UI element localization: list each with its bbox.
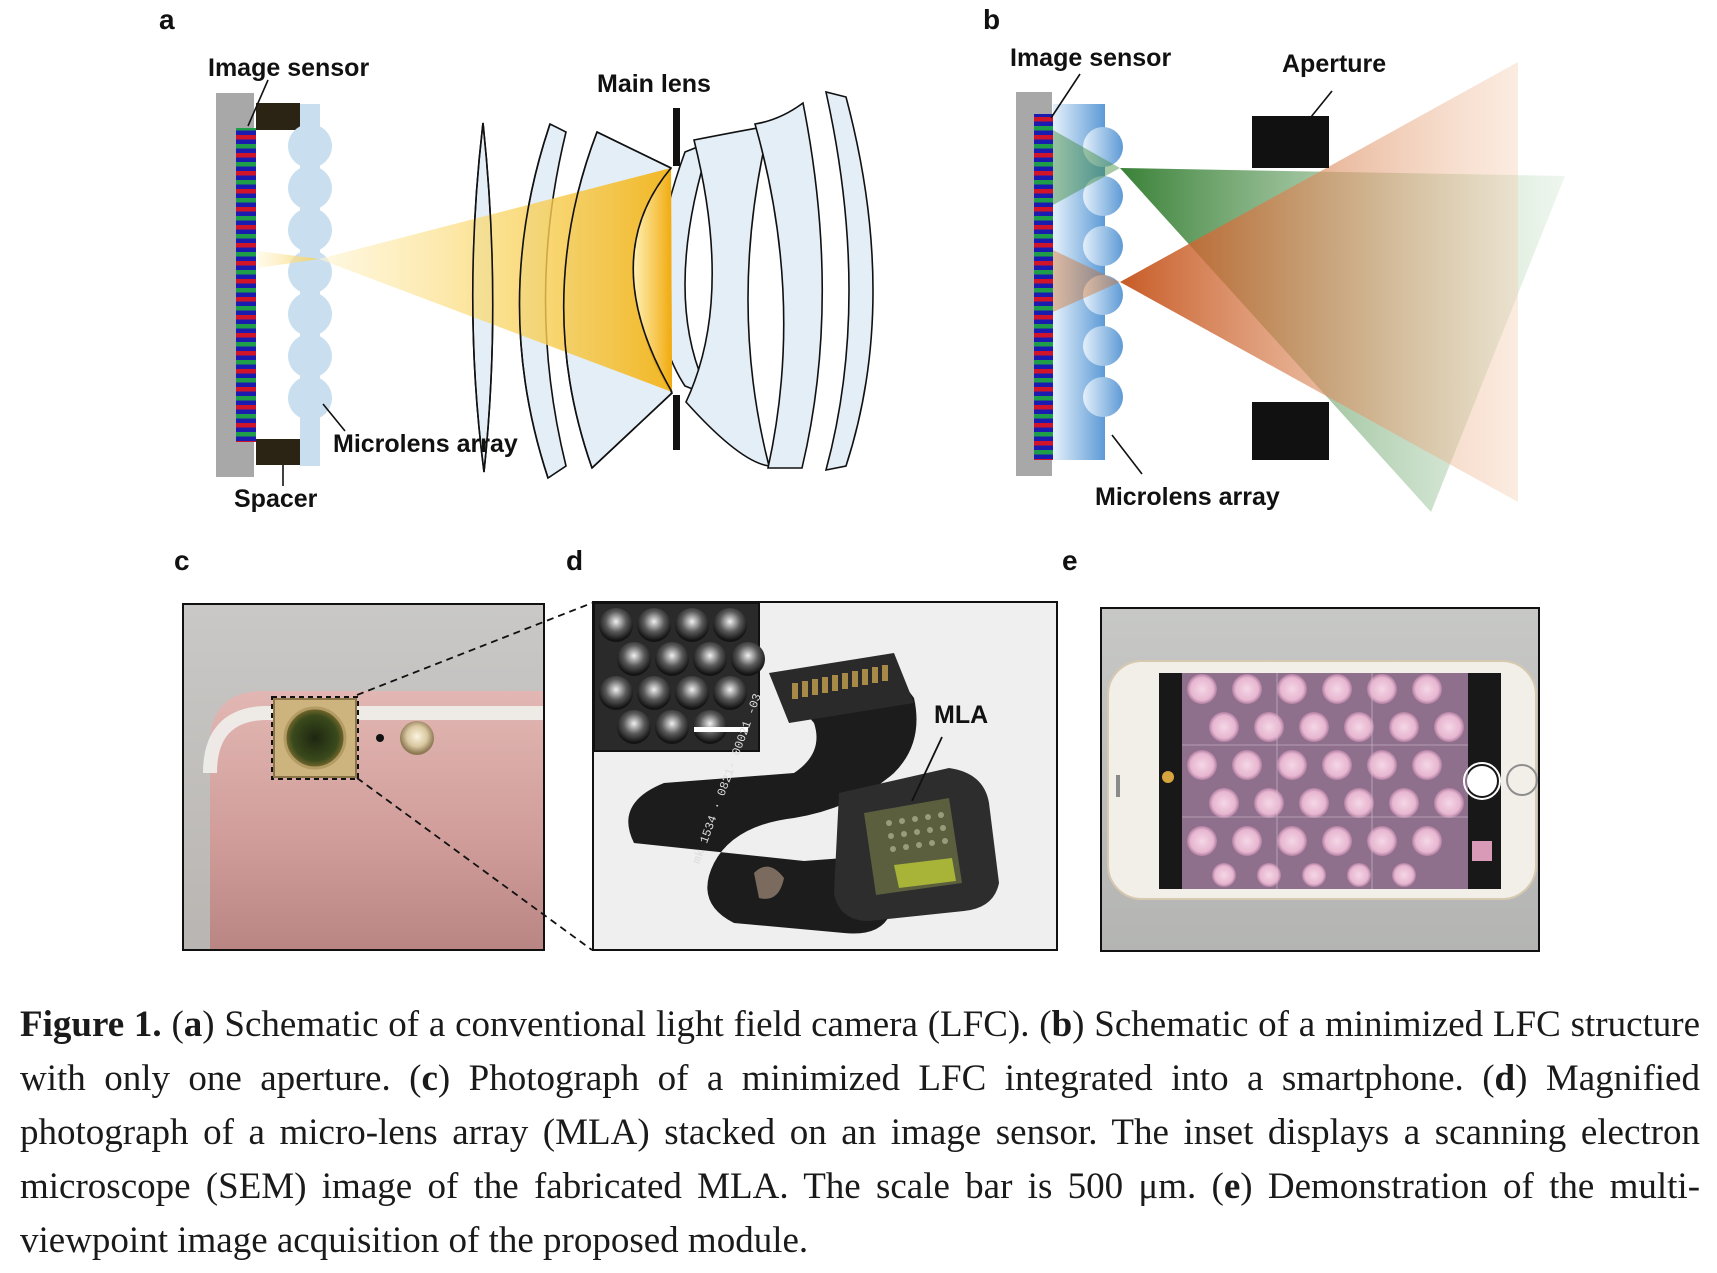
d-scale-bar [694, 727, 748, 732]
a-spacer-bottom [256, 439, 300, 465]
panel-d-photo: mk 1534 · 0821- 00021 -03 MLA [592, 601, 1058, 951]
panel-e-photo [1100, 607, 1540, 952]
b-label-image-sensor: Image sensor [1010, 44, 1172, 72]
a-label-main-lens: Main lens [597, 70, 711, 98]
caption-b-letter: b [1051, 1004, 1073, 1045]
a-label-image-sensor: Image sensor [208, 54, 370, 82]
panel-d-letter: d [566, 545, 584, 576]
caption-c-text: Photograph of a minimized LFC integrated… [468, 1058, 1464, 1099]
a-label-spacer: Spacer [234, 485, 318, 513]
d-label-mla: MLA [934, 701, 989, 729]
caption-c-letter: c [421, 1058, 438, 1099]
b-label-microlens-array: Microlens array [1095, 483, 1280, 511]
a-label-microlens-array: Microlens array [333, 430, 518, 458]
caption-a-letter: a [183, 1004, 203, 1045]
caption-b-text: Schematic of a minimized LFC structure w… [20, 1004, 1701, 1099]
a-beam-left [258, 251, 319, 268]
caption-d-letter: d [1494, 1058, 1516, 1099]
panel-a-letter: a [159, 4, 175, 35]
a-aperture-stop-bottom [673, 395, 680, 450]
b-aperture-top [1252, 116, 1329, 168]
panel-b-letter: b [983, 4, 1001, 35]
a-beam-bowl [633, 168, 672, 392]
a-sensor-pixels [236, 128, 256, 442]
panel-c-photo [182, 603, 545, 951]
a-spacer-top [256, 103, 300, 130]
caption-figure-label: Figure 1. [20, 1004, 162, 1045]
b-aperture-bottom [1252, 402, 1329, 460]
caption-a-text: Schematic of a conventional light field … [224, 1004, 1030, 1045]
b-sensor-pixels [1034, 114, 1053, 460]
b-label-aperture: Aperture [1282, 50, 1387, 78]
d-sem-inset [599, 608, 765, 744]
panel-e-letter: e [1062, 545, 1078, 576]
b-orange-beam [1120, 62, 1518, 502]
figure-caption: Figure 1. (a) Schematic of a conventiona… [20, 1004, 1701, 1261]
b-microlens-array [1053, 104, 1123, 460]
a-beam-right [319, 168, 672, 392]
caption-e-text: Demonstration of the multi-viewpoint ima… [20, 1166, 1701, 1261]
panel-c-letter: c [174, 545, 190, 576]
a-aperture-stop-top [673, 108, 680, 166]
caption-d-text: Magnified photograph of a micro-lens arr… [20, 1058, 1700, 1207]
caption-e-letter: e [1223, 1166, 1241, 1207]
